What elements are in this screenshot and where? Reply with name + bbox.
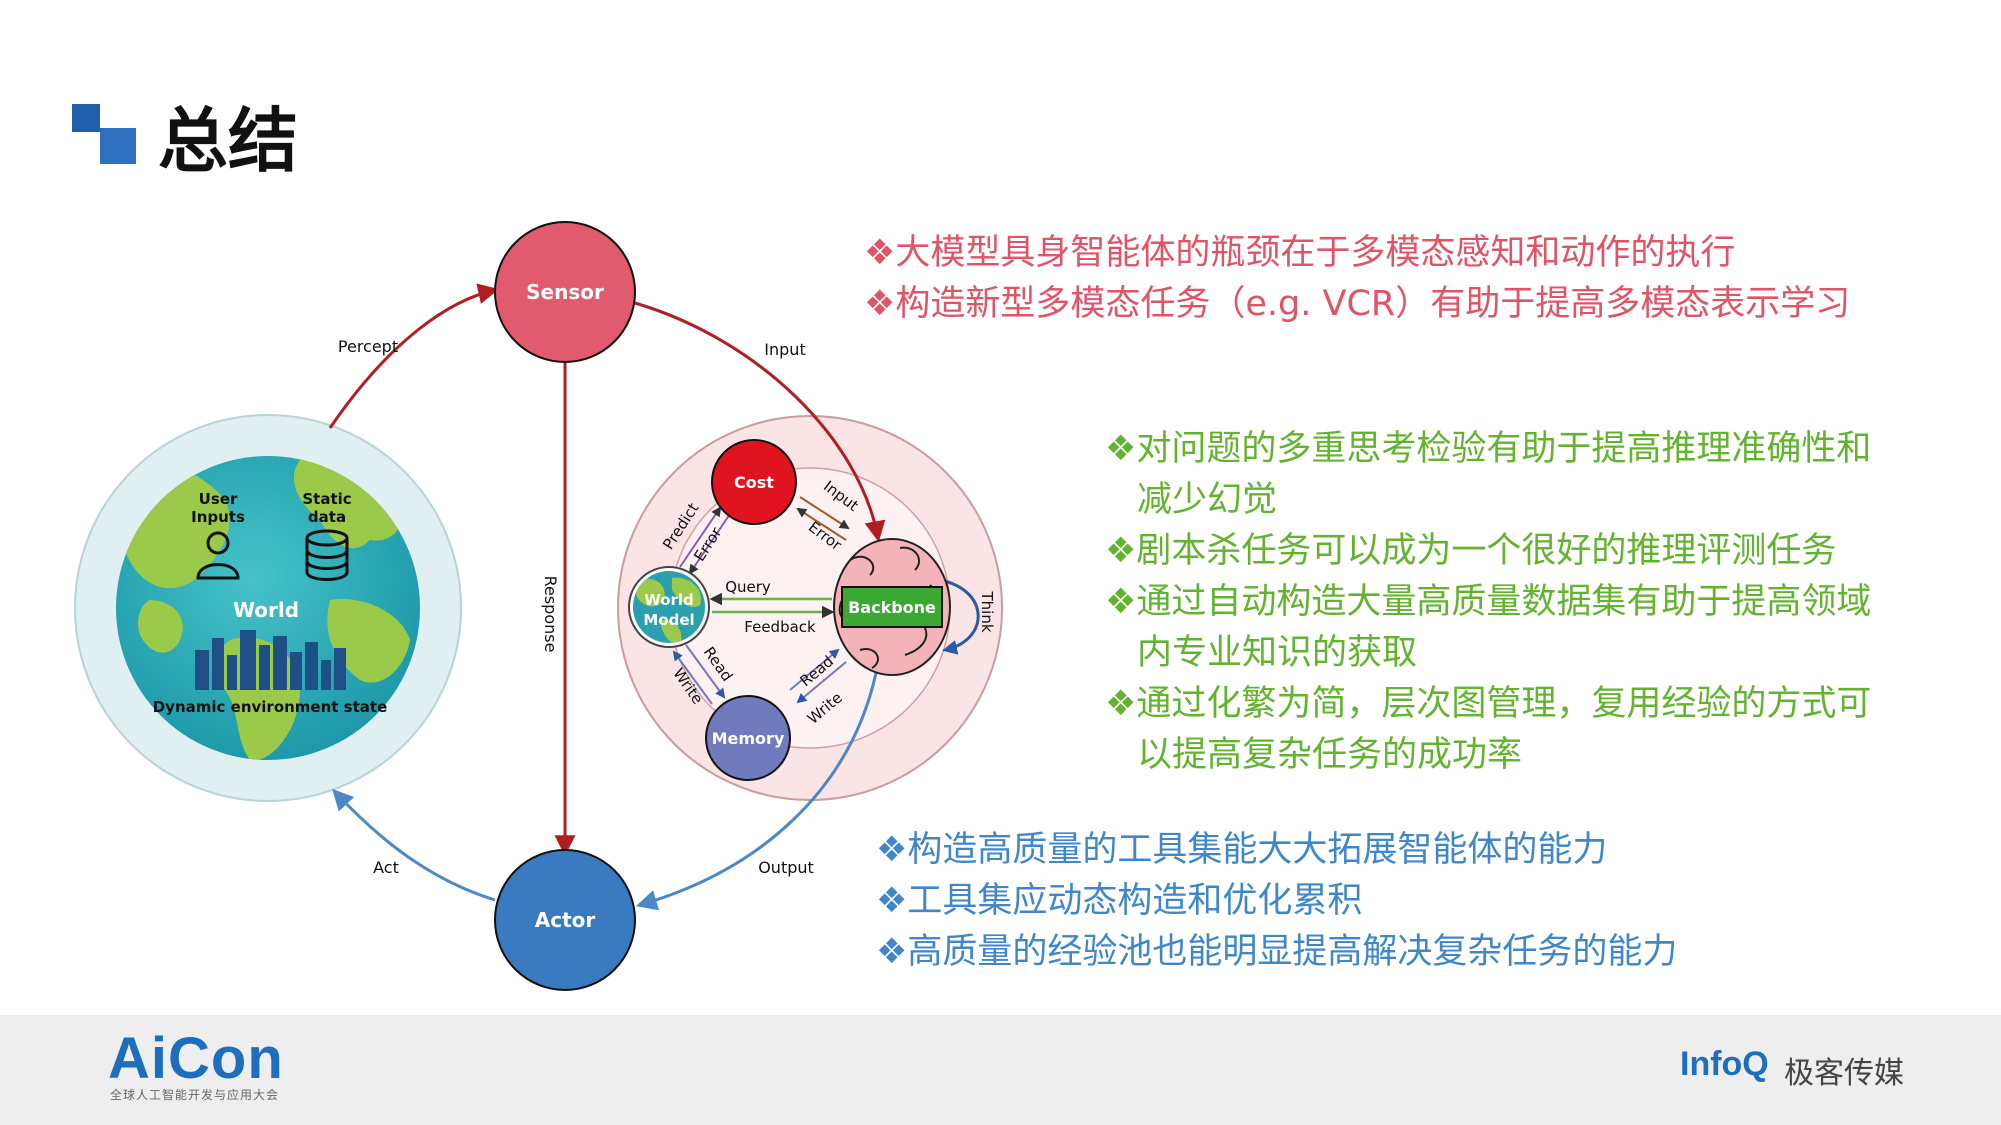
wm-error-arrow	[688, 513, 731, 575]
world-model-label-2: Model	[643, 611, 694, 629]
mem-write-arrow	[796, 661, 847, 704]
response-label: Response	[541, 576, 560, 653]
bullet-item: ❖高质量的经验池也能明显提高解决复杂任务的能力	[876, 932, 1678, 972]
percept-label: Percept	[338, 337, 398, 356]
world-label: World	[233, 598, 299, 622]
title-block: 总结	[72, 96, 298, 186]
bullet-item: ❖对问题的多重思考检验有助于提高推理准确性和	[1105, 429, 1872, 469]
infoq-logo: InfoQ	[1680, 1045, 1769, 1083]
user-icon	[196, 531, 240, 580]
actor-node	[494, 849, 636, 991]
footer: AiCon 全球人工智能开发与应用大会 InfoQ 极客传媒	[0, 1015, 2001, 1125]
world-model-label-1: World	[644, 591, 694, 609]
backbone-node	[841, 586, 943, 628]
bullet-item-continuation: 内专业知识的获取	[1137, 633, 1418, 673]
bullet-item: ❖剧本杀任务可以成为一个很好的推理评测任务	[1105, 531, 1837, 571]
sensor-node	[494, 221, 636, 363]
bullet-item: ❖构造高质量的工具集能大大拓展智能体的能力	[876, 830, 1608, 870]
world-model-node: World Model	[628, 566, 710, 648]
user-inputs-label-2: Inputs	[191, 508, 245, 526]
aicon-subtitle: 全球人工智能开发与应用大会	[110, 1088, 280, 1102]
bullet-item-continuation: 减少幻觉	[1137, 480, 1278, 520]
think-label: Think	[978, 590, 996, 632]
sensor-label: Sensor	[526, 280, 604, 304]
bullets-reasoning: ❖对问题的多重思考检验有助于提高推理准确性和 减少幻觉 ❖剧本杀任务可以成为一个…	[1105, 424, 1871, 781]
bullets-tools: ❖构造高质量的工具集能大大拓展智能体的能力 ❖工具集应动态构造和优化累积 ❖高质…	[876, 825, 1677, 978]
wm-read-arrow	[685, 644, 726, 699]
memory-node	[705, 695, 791, 781]
input-arrow	[634, 301, 886, 543]
input-label: Input	[764, 340, 805, 359]
think-arrow	[939, 578, 980, 655]
cost-error-arrow	[796, 507, 847, 541]
wm-write-arrow	[672, 650, 713, 705]
bullet-item: ❖通过化繁为简，层次图管理，复用经验的方式可	[1105, 684, 1872, 724]
title-square-icon	[72, 104, 100, 132]
act-label: Act	[373, 858, 399, 877]
bullets-multimodal: ❖大模型具身智能体的瓶颈在于多模态感知和动作的执行 ❖构造新型多模态任务（e.g…	[864, 228, 1850, 330]
output-label: Output	[758, 858, 814, 877]
bullet-item: ❖通过自动构造大量高质量数据集有助于提高领域	[1105, 582, 1872, 622]
dynamic-state-label: Dynamic environment state	[153, 698, 388, 716]
database-icon	[305, 529, 349, 581]
page-title: 总结	[158, 100, 298, 182]
output-arrow	[635, 672, 878, 911]
title-square-icon	[100, 128, 136, 164]
memory-label: Memory	[712, 729, 785, 748]
city-skyline-icon	[195, 630, 346, 690]
bullet-item: ❖工具集应动态构造和优化累积	[876, 881, 1363, 921]
static-data-label-1: Static	[302, 490, 351, 508]
user-inputs-label-1: User	[199, 490, 238, 508]
backbone-label: Backbone	[848, 598, 936, 617]
actor-label: Actor	[535, 908, 596, 932]
predict-arrow	[679, 506, 722, 568]
geek-media-logo: 极客传媒	[1784, 1056, 1904, 1091]
feedback-label: Feedback	[744, 618, 816, 636]
bullet-item-continuation: 以提高复杂任务的成功率	[1137, 735, 1523, 775]
cost-input-arrow	[799, 496, 850, 530]
cost-node	[711, 439, 797, 525]
query-label: Query	[725, 578, 771, 596]
aicon-logo: AiCon	[108, 1026, 284, 1091]
agent-architecture-diagram: User Inputs Static data World Dynamic en…	[74, 221, 1003, 991]
mem-read-arrow	[789, 648, 840, 691]
world-globe: User Inputs Static data World Dynamic en…	[74, 414, 462, 802]
cost-label: Cost	[734, 473, 774, 492]
static-data-label-2: data	[308, 508, 346, 526]
act-arrow	[332, 788, 496, 902]
percept-arrow	[328, 283, 500, 429]
bullet-item: ❖构造新型多模态任务（e.g. VCR）有助于提高多模态表示学习	[864, 284, 1851, 324]
bullet-item: ❖大模型具身智能体的瓶颈在于多模态感知和动作的执行	[864, 233, 1736, 273]
